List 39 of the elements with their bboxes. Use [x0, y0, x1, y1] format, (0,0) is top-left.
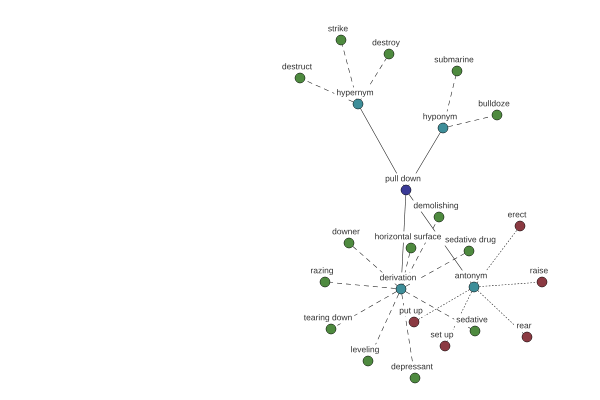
- connector-line: [352, 246, 398, 286]
- connector-line: [478, 282, 538, 287]
- node-label: demolishing: [414, 202, 458, 210]
- node-label: strike: [328, 25, 348, 32]
- node-label: destroy: [372, 39, 400, 48]
- node-label: sedative drug: [445, 236, 496, 244]
- connector-line: [304, 80, 354, 102]
- connector-line: [408, 194, 472, 283]
- connector-line: [447, 291, 472, 342]
- connector-line: [405, 291, 471, 329]
- node-label: rear: [517, 324, 532, 328]
- connector-line: [476, 230, 518, 284]
- node-label: hypernym: [337, 89, 374, 98]
- node-label: downer: [332, 228, 360, 234]
- node-label: sedative: [456, 316, 488, 322]
- node-label: submarine: [434, 56, 474, 62]
- connector-line: [408, 132, 441, 186]
- connector-line: [330, 282, 396, 289]
- node-label: leveling: [351, 346, 379, 354]
- connector-line: [360, 58, 387, 100]
- connector-line: [418, 289, 470, 320]
- node-label: antonym: [455, 272, 487, 280]
- connector-line: [360, 108, 404, 186]
- node-label: put up: [400, 308, 422, 316]
- node-label: horizontal surface: [375, 233, 442, 240]
- connector-line: [405, 253, 465, 287]
- node-label: set up: [430, 332, 454, 340]
- node-label: depressant: [391, 363, 433, 372]
- node-label: hyponym: [423, 113, 457, 122]
- node-label: bulldoze: [478, 100, 510, 106]
- node-label: erect: [508, 212, 526, 218]
- node-label: pull down: [386, 175, 420, 184]
- node-label: razing: [311, 267, 333, 276]
- connector-line: [478, 290, 524, 334]
- node-label: destruct: [282, 63, 312, 70]
- node-label: derivation: [380, 274, 416, 280]
- connector-line: [335, 291, 397, 327]
- node-label: tearing down: [304, 314, 352, 322]
- node-label: raise: [530, 267, 548, 274]
